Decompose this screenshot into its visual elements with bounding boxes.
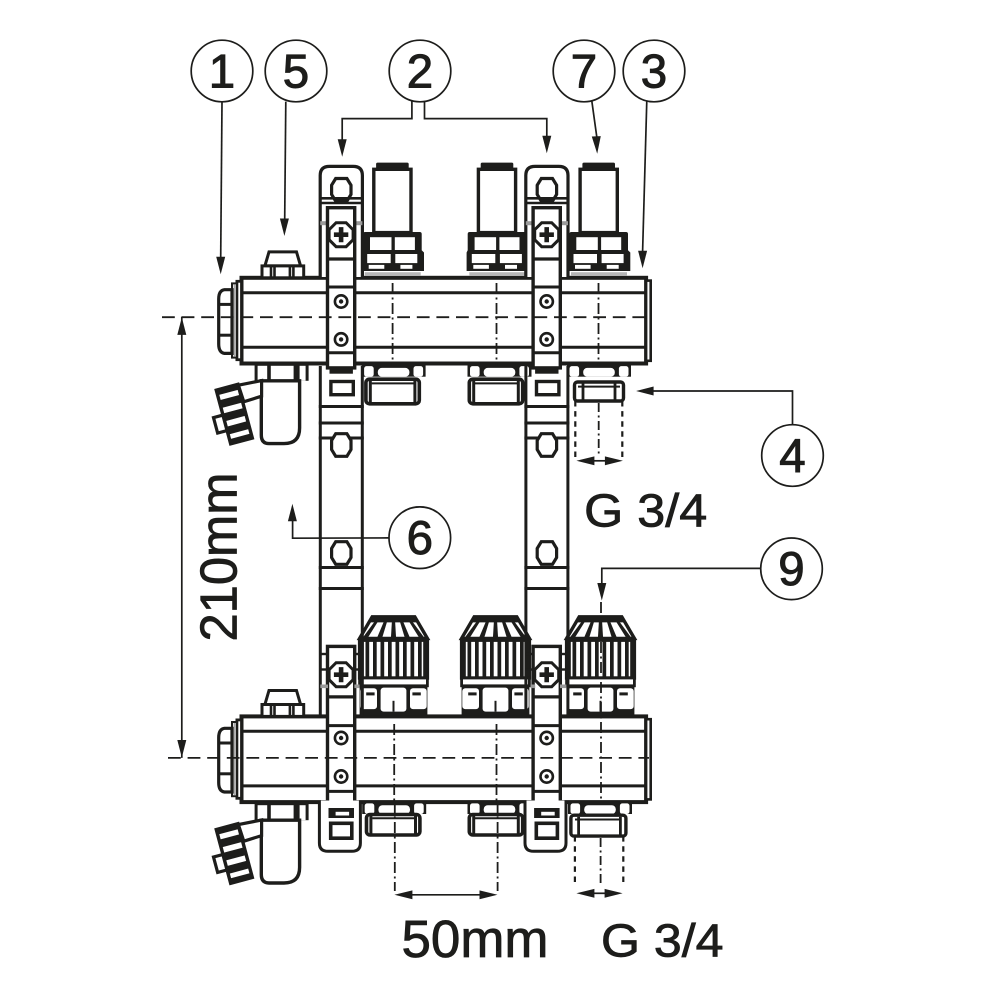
svg-text:G 3/4: G 3/4 bbox=[584, 484, 707, 536]
svg-text:5: 5 bbox=[283, 45, 309, 98]
svg-text:7: 7 bbox=[571, 45, 597, 98]
svg-text:G 3/4: G 3/4 bbox=[601, 915, 724, 967]
svg-text:210mm: 210mm bbox=[191, 473, 249, 642]
svg-text:9: 9 bbox=[778, 543, 804, 596]
svg-text:1: 1 bbox=[209, 45, 235, 98]
svg-text:4: 4 bbox=[779, 430, 805, 483]
svg-text:2: 2 bbox=[407, 45, 433, 98]
svg-text:6: 6 bbox=[407, 512, 433, 565]
svg-text:3: 3 bbox=[641, 45, 667, 98]
svg-text:50mm: 50mm bbox=[402, 910, 549, 969]
